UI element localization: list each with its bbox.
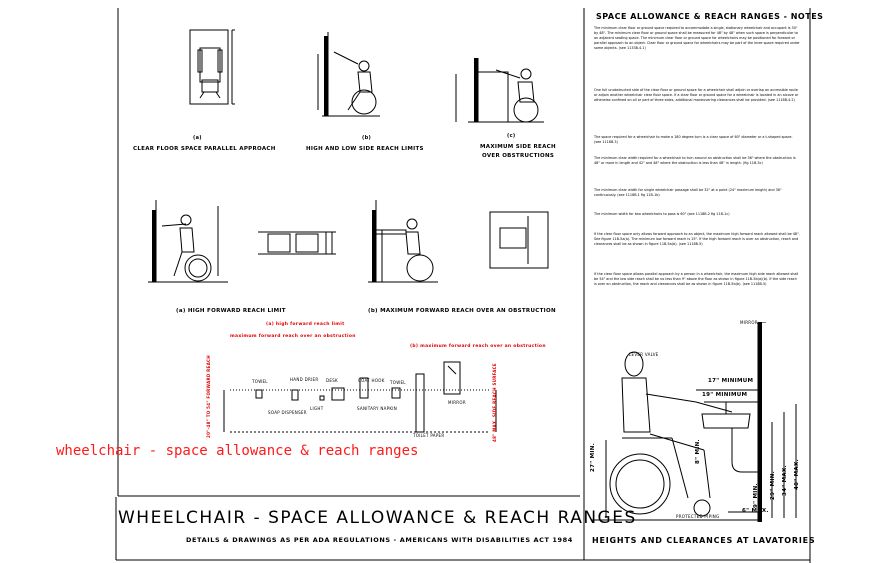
item-coat-hook: COAT HOOK	[358, 378, 385, 383]
figure-d-plan	[258, 231, 336, 255]
lavatory-title: HEIGHTS AND CLEARANCES AT LAVATORIES	[592, 536, 816, 545]
left-dimension: 20"-48" TO 54" FORWARD REACH	[206, 355, 211, 438]
figure-c-label: (c)	[507, 133, 516, 139]
red-annotation-2: maximum forward reach over an obstructio…	[230, 334, 356, 339]
notes-paragraph: If the clear floor space only allows for…	[594, 232, 800, 246]
figure-c-caption-1: MAXIMUM SIDE REACH	[480, 144, 556, 150]
watermark-text: wheelchair - space allowance & reach ran…	[56, 443, 419, 459]
figure-d-forward-reach	[148, 200, 228, 283]
dimension-27-min: 27" MIN.	[590, 442, 596, 472]
figure-b-side-reach	[317, 32, 380, 117]
figure-b-caption: HIGH AND LOW SIDE REACH LIMITS	[306, 146, 424, 152]
dimension-9-min: 9" MIN.	[753, 483, 759, 508]
notes-paragraph: The space required for a wheelchair to m…	[594, 135, 793, 144]
drawing-title: WHEELCHAIR - SPACE ALLOWANCE & REACH RAN…	[118, 508, 637, 528]
figure-c-side-reach-obstruction	[455, 58, 544, 123]
item-toilet-paper: TOILET PAPER	[413, 433, 445, 438]
item-towel-2: TOWEL	[390, 380, 406, 385]
notes-paragraph: The minimum clear width for single wheel…	[594, 188, 782, 197]
item-soap-dispenser: SOAP DISPENSER	[268, 410, 307, 415]
red-annotation-3: (b) maximum forward reach over an obstru…	[410, 344, 546, 349]
notes-paragraph: The minimum clear width required for a w…	[594, 156, 796, 165]
drawing-subtitle: DETAILS & DRAWINGS AS PER ADA REGULATION…	[186, 536, 573, 544]
notes-title: SPACE ALLOWANCE & REACH RANGES - NOTES	[596, 12, 824, 21]
dimension-19-min: 19" MINIMUM	[702, 392, 748, 398]
item-sanitary-napkin: SANITARY NAPKIN	[357, 406, 398, 411]
figure-e-caption: (b) MAXIMUM FORWARD REACH OVER AN OBSTRU…	[368, 308, 556, 314]
dimension-6-max: 6" MAX.	[742, 508, 769, 514]
notes-paragraph: If the clear floor space allows parallel…	[594, 272, 799, 286]
right-dimension: 48" MAX. SIDE REACH SURFACE	[492, 363, 497, 442]
lavatory-mirror-label: MIRROR	[740, 320, 758, 325]
item-mirror: MIRROR	[448, 400, 466, 405]
figure-e-plan	[489, 211, 549, 269]
lavatory-clearance-figure	[592, 322, 797, 522]
figure-b-label: (b)	[362, 135, 372, 141]
notes-paragraph: One full unobstructed side of the clear …	[594, 88, 799, 102]
item-desk: DESK	[326, 378, 338, 383]
notes-paragraph: The minimum width for two wheelchairs to…	[594, 212, 730, 216]
figure-d-caption: (a) HIGH FORWARD REACH LIMIT	[176, 308, 286, 314]
dimension-8-min: 8" MIN.	[695, 439, 701, 464]
figure-c-caption-2: OVER OBSTRUCTIONS	[482, 153, 555, 159]
lever-valve-label: LEVER VALVE	[629, 352, 659, 357]
item-hand-drier: HAND DRIER	[290, 377, 319, 382]
figure-a-plan	[189, 29, 235, 105]
item-towel-1: TOWEL	[252, 379, 268, 384]
notes-paragraph: The minimum clear floor or ground space …	[594, 26, 800, 50]
figure-a-label: (a)	[193, 135, 202, 141]
figure-e-forward-reach-obstruction	[368, 200, 438, 283]
red-annotation-1: (a) high forward reach limit	[266, 322, 345, 327]
protected-piping-label: PROTECTED PIPING	[676, 514, 720, 519]
dimension-17-min: 17" MINIMUM	[708, 378, 754, 384]
dimension-40-max: 40" MAX.	[794, 459, 800, 490]
item-light: LIGHT	[310, 406, 324, 411]
accessory-heights-elevation	[223, 361, 497, 433]
figure-a-caption: CLEAR FLOOR SPACE PARALLEL APPROACH	[133, 146, 276, 152]
dimension-29-min: 29" MIN.	[770, 470, 776, 500]
dimension-34-max: 34" MAX.	[782, 465, 788, 496]
